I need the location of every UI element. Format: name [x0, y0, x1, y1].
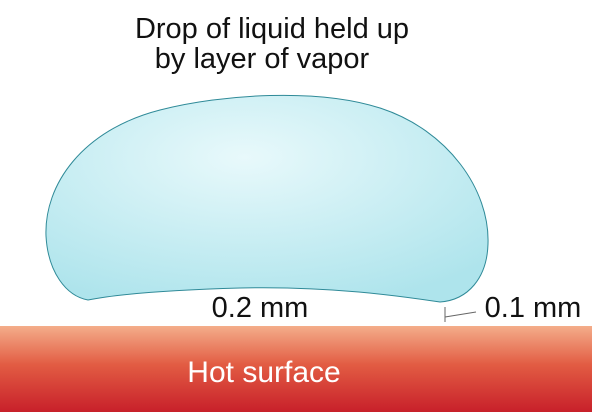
drop-width-label: 0.2 mm — [212, 292, 309, 324]
liquid-drop — [45, 94, 489, 303]
vapor-gap-label: 0.1 mm — [485, 292, 582, 324]
title-line-2: by layer of vapor — [155, 43, 370, 75]
hot-surface — [0, 326, 592, 412]
hot-surface-label: Hot surface — [187, 356, 340, 389]
vapor-gap-marker — [444, 307, 477, 322]
title-line-1: Drop of liquid held up — [135, 13, 409, 45]
